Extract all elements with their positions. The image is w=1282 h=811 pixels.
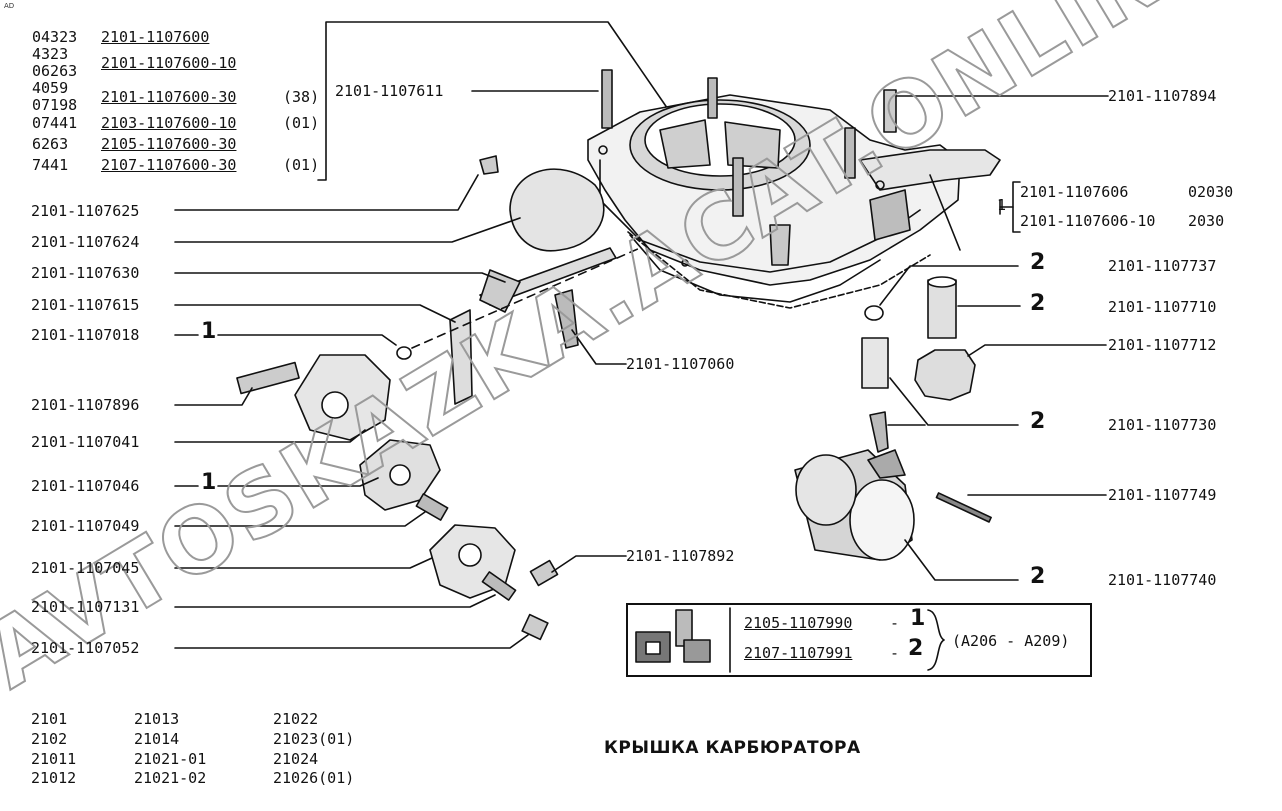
label-center-2: 2101-1107892 bbox=[626, 547, 735, 565]
label-left-part: 2101-1107624 bbox=[31, 233, 140, 251]
gasket-part bbox=[627, 231, 931, 309]
float-1107740 bbox=[794, 449, 915, 561]
page-title: КРЫШКА КАРБЮРАТОРА bbox=[604, 738, 861, 758]
screw-1107052 bbox=[521, 613, 549, 641]
variant-code: 4323 06263 bbox=[32, 45, 78, 80]
label-left-qty: 1 bbox=[201, 470, 217, 495]
label-right-part: 2101-1107710 bbox=[1108, 298, 1217, 316]
screw-1107896 bbox=[236, 361, 300, 395]
label-right-part: 2101-1107749 bbox=[1108, 486, 1217, 504]
model-cell: 2101 bbox=[31, 710, 68, 728]
label-left-part: 2101-1107052 bbox=[31, 639, 140, 657]
variant-code: 07441 bbox=[32, 114, 78, 132]
corner-mark: AD bbox=[4, 2, 15, 10]
label-right-qty: 2 bbox=[1030, 250, 1046, 275]
label-left-part: 2101-1107049 bbox=[31, 517, 140, 535]
pin-1107749 bbox=[935, 492, 992, 523]
label-left-part: 2101-1107045 bbox=[31, 559, 140, 577]
repair-kit-box bbox=[626, 603, 1092, 677]
spring-1107049 bbox=[415, 493, 449, 521]
gasket-row2-part: 2101-1107606-10 bbox=[1020, 212, 1156, 230]
variant-suffix: (01) bbox=[283, 114, 320, 132]
variant-bracket bbox=[317, 21, 673, 181]
label-right-qty: 2 bbox=[1030, 409, 1046, 434]
label-main-cover: 2101-1107611 bbox=[335, 82, 444, 100]
stud-1 bbox=[601, 69, 613, 129]
bracket-1107060 bbox=[554, 289, 579, 349]
variant-part: 2103-1107600-10 bbox=[101, 114, 237, 132]
model-cell: 21011 bbox=[31, 750, 77, 768]
screw-1107892 bbox=[529, 559, 559, 587]
kit-row2-qty: 2 bbox=[908, 636, 924, 661]
label-right-part: 2101-1107894 bbox=[1108, 87, 1217, 105]
gasket-qty: 1 bbox=[997, 196, 1007, 214]
label-right-part: 2101-1107740 bbox=[1108, 571, 1217, 589]
label-center-1: 2101-1107060 bbox=[626, 355, 735, 373]
stud-2 bbox=[707, 77, 718, 119]
kit-range: (A206 - A209) bbox=[952, 632, 1070, 650]
rod-1107615 bbox=[449, 309, 473, 405]
plug-1107712 bbox=[914, 349, 976, 401]
label-right-part: 2101-1107712 bbox=[1108, 336, 1217, 354]
model-cell: 2102 bbox=[31, 730, 68, 748]
model-cell: 21021-02 bbox=[134, 769, 207, 787]
model-cell: 21026(01) bbox=[273, 769, 355, 787]
shield-plate-1107624 bbox=[509, 168, 605, 252]
washer-1107737 bbox=[864, 305, 884, 321]
model-cell: 21013 bbox=[134, 710, 180, 728]
carburetor-cover-part bbox=[587, 94, 1001, 303]
variant-part: 2101-1107600-10 bbox=[101, 54, 237, 72]
kit-row2-part: 2107-1107991 bbox=[744, 644, 853, 662]
model-cell: 21012 bbox=[31, 769, 77, 787]
variant-suffix: (01) bbox=[283, 156, 320, 174]
label-left-part: 2101-1107615 bbox=[31, 296, 140, 314]
screw-1107625 bbox=[479, 155, 499, 175]
kit-icon-block bbox=[683, 639, 711, 663]
variant-part: 2107-1107600-30 bbox=[101, 156, 237, 174]
model-cell: 21022 bbox=[273, 710, 319, 728]
screw-1107131 bbox=[481, 571, 517, 601]
label-right-qty: 2 bbox=[1030, 564, 1046, 589]
label-right-qty: 2 bbox=[1030, 291, 1046, 316]
kit-row1-qty: 1 bbox=[910, 606, 926, 631]
model-cell: 21014 bbox=[134, 730, 180, 748]
fitting-1107710 bbox=[927, 279, 957, 339]
needle-1107730 bbox=[869, 411, 889, 453]
washer-1107018 bbox=[396, 346, 412, 360]
label-left-part: 2101-1107625 bbox=[31, 202, 140, 220]
variant-part: 2105-1107600-30 bbox=[101, 135, 237, 153]
variant-code: 4059 07198 bbox=[32, 79, 78, 114]
kit-row1-part: 2105-1107990 bbox=[744, 614, 853, 632]
label-right-part: 2101-1107730 bbox=[1108, 416, 1217, 434]
label-left-part: 2101-1107630 bbox=[31, 264, 140, 282]
variant-code: 7441 bbox=[32, 156, 69, 174]
variant-suffix: (38) bbox=[283, 88, 320, 106]
gasket-row1-part: 2101-1107606 bbox=[1020, 183, 1129, 201]
model-cell: 21024 bbox=[273, 750, 319, 768]
label-left-part: 2101-1107131 bbox=[31, 598, 140, 616]
label-left-part: 2101-1107041 bbox=[31, 433, 140, 451]
variant-part: 2101-1107600 bbox=[101, 28, 210, 46]
gasket-row2-code: 2030 bbox=[1188, 212, 1225, 230]
model-cell: 21023(01) bbox=[273, 730, 355, 748]
label-left-part: 2101-1107018 bbox=[31, 326, 140, 344]
stud-4 bbox=[732, 157, 744, 217]
stud-3 bbox=[844, 127, 856, 179]
screw-1107894 bbox=[883, 89, 897, 133]
variant-code: 04323 bbox=[32, 28, 78, 46]
kit-row2-dash: - bbox=[890, 644, 900, 662]
variant-part: 2101-1107600-30 bbox=[101, 88, 237, 106]
label-right-part: 2101-1107737 bbox=[1108, 257, 1217, 275]
gasket-row1-code: 02030 bbox=[1188, 183, 1234, 201]
label-left-part: 2101-1107046 bbox=[31, 477, 140, 495]
label-left-qty: 1 bbox=[201, 319, 217, 344]
variant-code: 6263 bbox=[32, 135, 69, 153]
kit-row1-dash: - bbox=[890, 614, 900, 632]
model-cell: 21021-01 bbox=[134, 750, 207, 768]
label-left-part: 2101-1107896 bbox=[31, 396, 140, 414]
needle-valve-1107730 bbox=[861, 337, 889, 389]
